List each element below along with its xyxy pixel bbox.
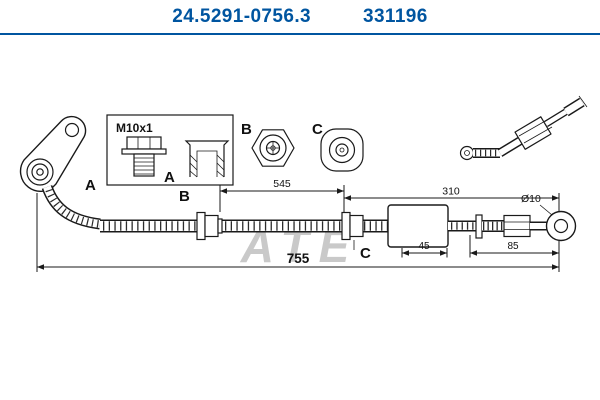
socket-cavity bbox=[196, 150, 218, 177]
eye-diameter-label: Ø10 bbox=[521, 193, 541, 205]
top-right-fitting bbox=[459, 95, 588, 161]
main-hose-run: B C Ø10 bbox=[100, 188, 577, 262]
catalog-number: 331196 bbox=[362, 5, 428, 27]
branch-hex-flat bbox=[523, 126, 553, 144]
socket-hatch bbox=[189, 162, 198, 171]
detail-a-label: A bbox=[164, 169, 175, 186]
header: 24.5291-0756.3 331196 bbox=[0, 0, 600, 33]
detail-b-view: B bbox=[241, 121, 295, 167]
branch-stub-fill bbox=[564, 99, 584, 115]
branch-elbow-fill bbox=[498, 136, 525, 156]
part-number: 24.5291-0756.3 bbox=[172, 5, 311, 27]
fitting-a-label: A bbox=[85, 177, 96, 194]
crimp-collar-c bbox=[341, 211, 351, 241]
dim-545-label: 545 bbox=[273, 178, 291, 190]
crimp-collar-b-tip bbox=[217, 218, 223, 234]
dim-45-label: 45 bbox=[418, 241, 430, 252]
banjo-eye-inner bbox=[553, 218, 569, 234]
branch-hex bbox=[514, 116, 552, 150]
thread-spec-label: M10x1 bbox=[116, 121, 153, 135]
branch-hex-flat bbox=[518, 119, 548, 137]
eye-diameter-leader bbox=[539, 204, 553, 216]
socket-hatch bbox=[216, 154, 225, 163]
mounting-hole bbox=[64, 122, 80, 138]
dim-85-label: 85 bbox=[507, 241, 519, 252]
technical-drawing: ATE A M10x1 bbox=[19, 95, 588, 272]
socket-hatch bbox=[189, 154, 198, 163]
fitting-ring-inner bbox=[464, 150, 470, 156]
socket-hatch bbox=[216, 170, 225, 178]
detail-b-label: B bbox=[241, 121, 252, 138]
detail-a-box: M10x1 bbox=[106, 114, 234, 186]
dimension-annotations: 545 310 755 45 85 bbox=[36, 178, 560, 272]
header-divider bbox=[0, 33, 600, 35]
end-hex-nut bbox=[503, 214, 531, 238]
dim-310-label: 310 bbox=[442, 186, 460, 198]
hose-b-label: B bbox=[179, 188, 190, 205]
detail-c-view: C bbox=[312, 121, 364, 172]
crimp-collar-b bbox=[196, 211, 206, 241]
bolt-flange bbox=[121, 148, 167, 155]
detail-c-center bbox=[339, 147, 345, 153]
socket-section-drawing bbox=[184, 140, 230, 178]
branch-end-cap bbox=[578, 95, 588, 108]
branch-tip-fill bbox=[544, 108, 570, 126]
socket-profile bbox=[184, 140, 230, 177]
crimp-collar-c-sleeve bbox=[349, 214, 364, 238]
bolt-shank bbox=[133, 153, 155, 177]
fitting-ring-outer bbox=[459, 145, 475, 161]
socket-hatch bbox=[216, 162, 225, 171]
detail-c-circle-inner bbox=[335, 143, 349, 157]
banjo-inner-circle bbox=[36, 168, 44, 176]
end-fitting-collar bbox=[475, 214, 483, 239]
hose-c-label: C bbox=[360, 245, 371, 262]
left-bracket-assembly: A bbox=[19, 115, 101, 230]
socket-hatch bbox=[189, 170, 198, 178]
banjo-bolt-drawing bbox=[121, 136, 167, 177]
detail-c-label: C bbox=[312, 121, 323, 138]
bolt-head bbox=[126, 136, 162, 150]
crimp-collar-b-sleeve bbox=[204, 214, 219, 238]
dim-755-label: 755 bbox=[287, 251, 310, 266]
